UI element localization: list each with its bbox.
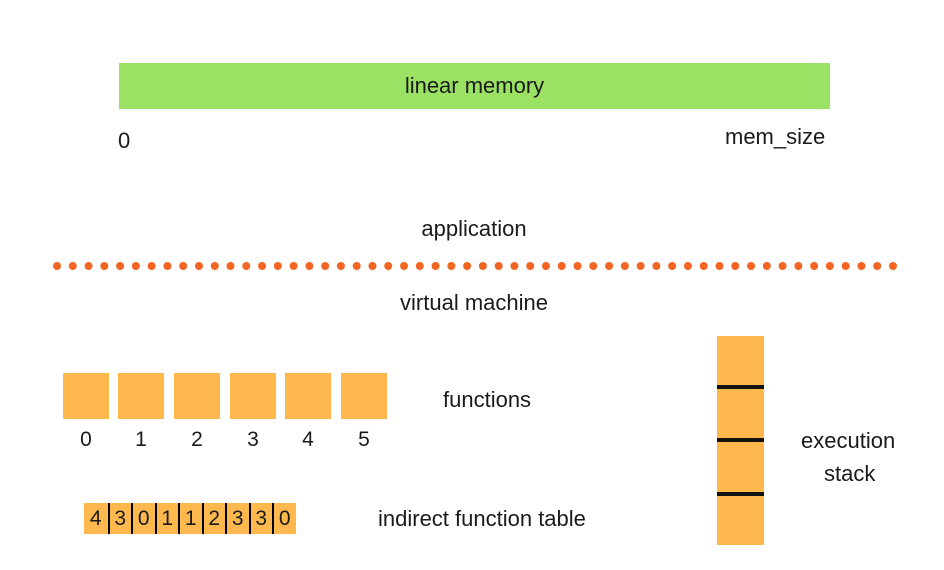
- divider-dot: [699, 262, 708, 270]
- function-index: 3: [247, 428, 259, 451]
- divider-dot: [841, 262, 850, 270]
- divider-dot: [541, 262, 550, 270]
- divider-dot: [163, 262, 172, 270]
- divider-dot: [242, 262, 251, 270]
- execution-stack-label-line1: execution: [801, 428, 896, 453]
- divider-dot: [400, 262, 409, 270]
- divider-dot: [305, 262, 314, 270]
- divider-dot: [557, 262, 566, 270]
- function-index: 2: [191, 428, 203, 451]
- divider-dot: [147, 262, 156, 270]
- table-entry: 2: [201, 503, 226, 534]
- divider-dot: [179, 262, 188, 270]
- table-entry: 3: [248, 503, 273, 534]
- divider-dot: [810, 262, 819, 270]
- linear-memory-bar: linear memory: [119, 63, 830, 109]
- table-entry: 0: [131, 503, 155, 534]
- divider-dot: [857, 262, 866, 270]
- functions-label: functions: [443, 387, 532, 412]
- divider-dot: [463, 262, 472, 270]
- divider-dot: [683, 262, 692, 270]
- memory-end-label: mem_size: [725, 124, 826, 149]
- execution-stack: [717, 336, 764, 545]
- table-entry: 3: [225, 503, 249, 534]
- function-box: [285, 373, 331, 419]
- table-entry: 4: [89, 506, 102, 530]
- divider-dot: [762, 262, 771, 270]
- divider-dot: [336, 262, 345, 270]
- divider-dot: [573, 262, 582, 270]
- indirect-function-table: 4 3 0 1 1 2 3 3 0: [84, 503, 296, 534]
- divider-dot: [794, 262, 803, 270]
- divider-dot: [116, 262, 125, 270]
- table-entry: 3: [107, 503, 132, 534]
- divider-dot: [715, 262, 724, 270]
- function-box: [341, 373, 387, 419]
- divider-dot: [778, 262, 787, 270]
- function-box: [63, 373, 109, 419]
- divider-dot: [68, 262, 77, 270]
- divider-dot: [447, 262, 456, 270]
- memory-start-label: 0: [118, 128, 131, 153]
- divider-dot: [100, 262, 109, 270]
- divider-dot: [652, 262, 661, 270]
- stack-frame-divider: [717, 438, 764, 442]
- function-index: 0: [80, 428, 92, 451]
- divider-dot: [431, 262, 440, 270]
- divider-dot: [589, 262, 598, 270]
- stack-frame-divider: [717, 492, 764, 496]
- divider-dot: [194, 262, 203, 270]
- divider-dot: [494, 262, 503, 270]
- indirect-table-label: indirect function table: [378, 506, 586, 531]
- divider-dot: [415, 262, 424, 270]
- function-box: [118, 373, 164, 419]
- divider-dot: [889, 262, 897, 270]
- divider-dot: [226, 262, 235, 270]
- virtual-machine-label: virtual machine: [400, 290, 548, 315]
- divider-dot: [526, 262, 535, 270]
- divider-dot: [384, 262, 393, 270]
- divider-dot: [873, 262, 882, 270]
- layer-divider: [53, 262, 897, 270]
- execution-stack-label-line2: stack: [824, 461, 876, 486]
- stack-frame-divider: [717, 385, 764, 389]
- divider-dot: [352, 262, 361, 270]
- divider-dot: [825, 262, 834, 270]
- divider-dot: [368, 262, 377, 270]
- divider-dot: [53, 262, 61, 270]
- divider-dot: [258, 262, 267, 270]
- divider-dot: [131, 262, 140, 270]
- divider-dot: [620, 262, 629, 270]
- divider-dot: [321, 262, 330, 270]
- function-index: 5: [358, 428, 370, 451]
- divider-dot: [605, 262, 614, 270]
- divider-dot: [478, 262, 487, 270]
- function-box: [230, 373, 276, 419]
- function-index: 1: [135, 428, 147, 451]
- divider-dot: [210, 262, 219, 270]
- divider-dot: [510, 262, 519, 270]
- function-index: 4: [302, 428, 314, 451]
- divider-dot: [289, 262, 298, 270]
- divider-dot: [731, 262, 740, 270]
- linear-memory-label: linear memory: [404, 73, 545, 98]
- table-entry: 0: [272, 503, 296, 534]
- table-entry: 1: [178, 503, 202, 534]
- divider-dot: [84, 262, 93, 270]
- divider-dot: [273, 262, 282, 270]
- divider-dot: [636, 262, 645, 270]
- divider-dot: [668, 262, 677, 270]
- table-entry: 1: [154, 503, 179, 534]
- divider-dot: [747, 262, 756, 270]
- application-label: application: [421, 216, 527, 241]
- function-box: [174, 373, 220, 419]
